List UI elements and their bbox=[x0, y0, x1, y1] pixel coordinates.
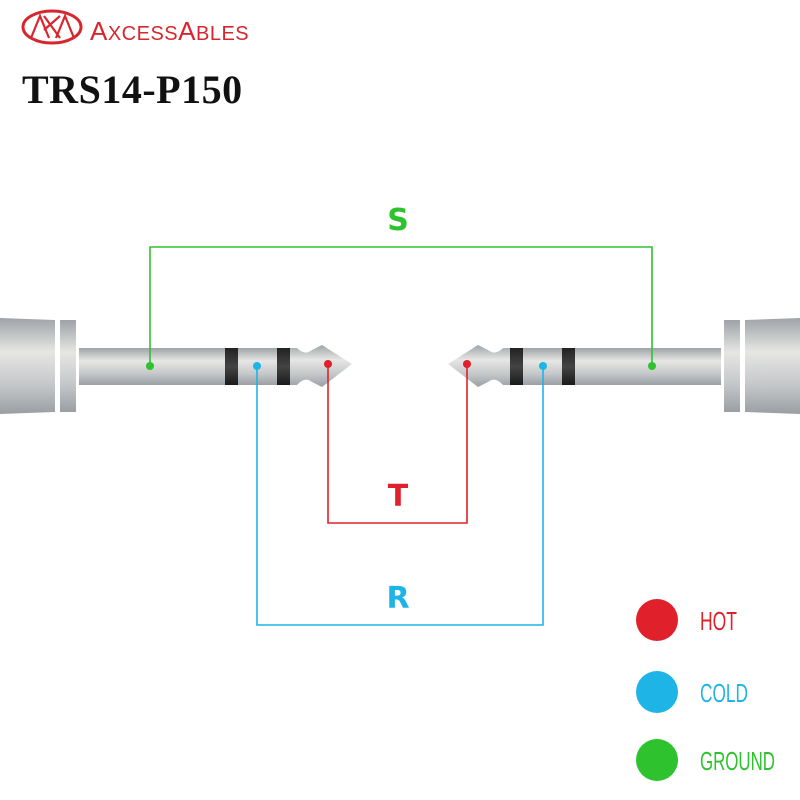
legend: HOT COLD GROUND bbox=[636, 599, 775, 781]
right-trs-plug bbox=[448, 318, 800, 414]
legend-ground-swatch bbox=[636, 739, 678, 781]
tip-label: T bbox=[388, 479, 409, 514]
ring-contact-dot bbox=[253, 362, 261, 370]
legend-ground-label: GROUND bbox=[700, 746, 775, 776]
sleeve-wire bbox=[149, 246, 653, 366]
tip-wire bbox=[327, 381, 468, 524]
sleeve-label: S bbox=[387, 203, 409, 238]
sleeve-contact-dot bbox=[146, 362, 154, 370]
page-title: TRS14-P150 bbox=[22, 67, 243, 112]
brand-logo: AXCESSABLES bbox=[21, 9, 249, 46]
ring-label: R bbox=[386, 581, 409, 616]
legend-cold-label: COLD bbox=[700, 678, 748, 708]
legend-hot-swatch bbox=[636, 599, 678, 641]
svg-text:AXCESSABLES: AXCESSABLES bbox=[90, 16, 249, 46]
ring-contact-dot bbox=[539, 362, 547, 370]
sleeve-contact-dot bbox=[648, 362, 656, 370]
ring-wire bbox=[256, 366, 544, 626]
legend-hot-label: HOT bbox=[700, 606, 737, 636]
legend-cold-swatch bbox=[636, 671, 678, 713]
left-trs-plug bbox=[0, 318, 352, 414]
